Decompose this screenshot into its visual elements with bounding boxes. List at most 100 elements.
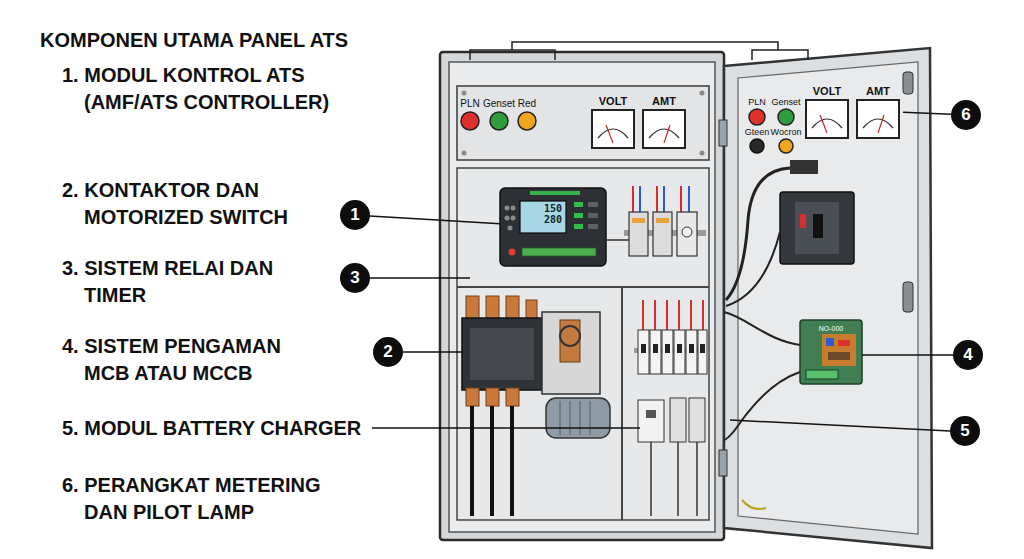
mccb-trip-mark bbox=[800, 214, 806, 228]
node-text: 280 bbox=[544, 214, 606, 225]
wire bbox=[656, 186, 658, 212]
callout-number: 4 bbox=[953, 340, 983, 370]
mcb bbox=[662, 330, 673, 374]
meter-needle bbox=[820, 115, 827, 133]
component-list-item: 1. MODUL KONTROL ATS (AMF/ATS CONTROLLER… bbox=[62, 62, 362, 116]
mccb bbox=[780, 192, 854, 264]
mcb bbox=[674, 330, 685, 374]
leader-line bbox=[730, 420, 950, 431]
contactor-body bbox=[462, 318, 542, 390]
meter-panel bbox=[457, 86, 709, 160]
power-cable bbox=[510, 406, 514, 516]
pilot-lamp bbox=[750, 139, 764, 153]
mccb-face bbox=[795, 202, 839, 254]
callout-number: 6 bbox=[951, 100, 981, 130]
wire bbox=[702, 300, 704, 330]
cabinet-body bbox=[440, 52, 724, 540]
panel-screw bbox=[462, 151, 467, 156]
relay bbox=[653, 212, 672, 256]
power-cable bbox=[490, 406, 494, 516]
diagram-title: KOMPONEN UTAMA PANEL ATS bbox=[40, 27, 348, 53]
switch-mechanism bbox=[560, 320, 580, 362]
ground-wire bbox=[742, 500, 766, 509]
controller-button bbox=[511, 206, 516, 211]
mcb-toggle bbox=[641, 344, 646, 353]
cable-bundle bbox=[724, 312, 800, 345]
callout-number: 1 bbox=[340, 200, 370, 230]
node-text: VOLT bbox=[802, 85, 852, 97]
meter-scale bbox=[598, 129, 628, 138]
meter-box: AMT bbox=[639, 93, 689, 149]
node-text: AMT bbox=[853, 85, 903, 97]
wire bbox=[639, 186, 641, 212]
panel-door bbox=[724, 48, 932, 548]
mcb bbox=[650, 330, 661, 374]
node-text: 4 bbox=[963, 345, 972, 365]
wire bbox=[632, 186, 634, 212]
controller-stop-button bbox=[509, 249, 516, 256]
battery-charger bbox=[800, 320, 862, 384]
pilot-lamp bbox=[461, 112, 479, 130]
compartment-divider bbox=[621, 287, 623, 520]
rcd bbox=[638, 400, 664, 442]
wire bbox=[654, 300, 656, 330]
node-text: AMT bbox=[639, 95, 689, 107]
node-text: 2 bbox=[383, 342, 392, 362]
door-hinge bbox=[719, 450, 727, 476]
device-plate-text: NO-000 bbox=[819, 325, 844, 333]
pilot-lamp bbox=[749, 109, 765, 125]
node-text: VOLT bbox=[588, 95, 638, 107]
motor-rib bbox=[559, 401, 561, 435]
door-hinge bbox=[719, 120, 727, 146]
meter-needle bbox=[664, 125, 670, 143]
charger-component bbox=[828, 352, 850, 360]
charger-board bbox=[822, 334, 856, 366]
controller-button bbox=[508, 226, 513, 231]
mcb-toggle bbox=[677, 344, 682, 353]
lamp-label: Genset bbox=[483, 98, 515, 110]
motor-rib bbox=[589, 401, 591, 435]
ats-controller bbox=[500, 188, 606, 266]
controller-key bbox=[588, 202, 598, 207]
wire bbox=[663, 186, 665, 212]
meter-scale bbox=[863, 119, 893, 128]
aux-contactor bbox=[670, 398, 686, 442]
door-inner-panel bbox=[738, 62, 918, 534]
leader-line bbox=[370, 277, 470, 279]
node-text: 1 bbox=[350, 205, 359, 225]
controller-led bbox=[574, 202, 583, 207]
motorized-switch bbox=[542, 312, 600, 394]
charger-terminal bbox=[806, 370, 838, 379]
mccb-toggle bbox=[813, 214, 823, 238]
meter-box: VOLT bbox=[802, 83, 852, 139]
leader-line bbox=[862, 354, 953, 356]
cabinet-frame bbox=[449, 62, 715, 532]
panel-screw bbox=[700, 151, 705, 156]
controller-strip bbox=[530, 191, 580, 195]
switch-mechanism bbox=[560, 326, 580, 346]
wire bbox=[688, 186, 690, 212]
mcb-toggle bbox=[653, 344, 658, 353]
pilot-lamp bbox=[490, 112, 508, 130]
meter-needle bbox=[606, 125, 613, 143]
controller-button bbox=[505, 206, 510, 211]
controller-led bbox=[574, 224, 583, 229]
pilot-lamp bbox=[779, 139, 793, 153]
copper-busbar bbox=[506, 388, 519, 406]
leader-line bbox=[372, 427, 640, 429]
controller-box: 150280 bbox=[500, 188, 606, 266]
switch-motor bbox=[546, 398, 610, 438]
wire bbox=[680, 186, 682, 212]
bracket bbox=[470, 42, 808, 60]
meter-face bbox=[806, 100, 848, 138]
component-list-item: 3. SISTEM RELAI DAN TIMER bbox=[62, 255, 312, 309]
lamp-label: Gteen bbox=[745, 127, 770, 138]
mcb bbox=[638, 330, 649, 374]
node-text: 3 bbox=[350, 268, 359, 288]
wire bbox=[606, 239, 629, 241]
contactor-face bbox=[470, 328, 534, 380]
lamp-label: PLN bbox=[748, 97, 766, 108]
callout-number: 3 bbox=[340, 263, 370, 293]
